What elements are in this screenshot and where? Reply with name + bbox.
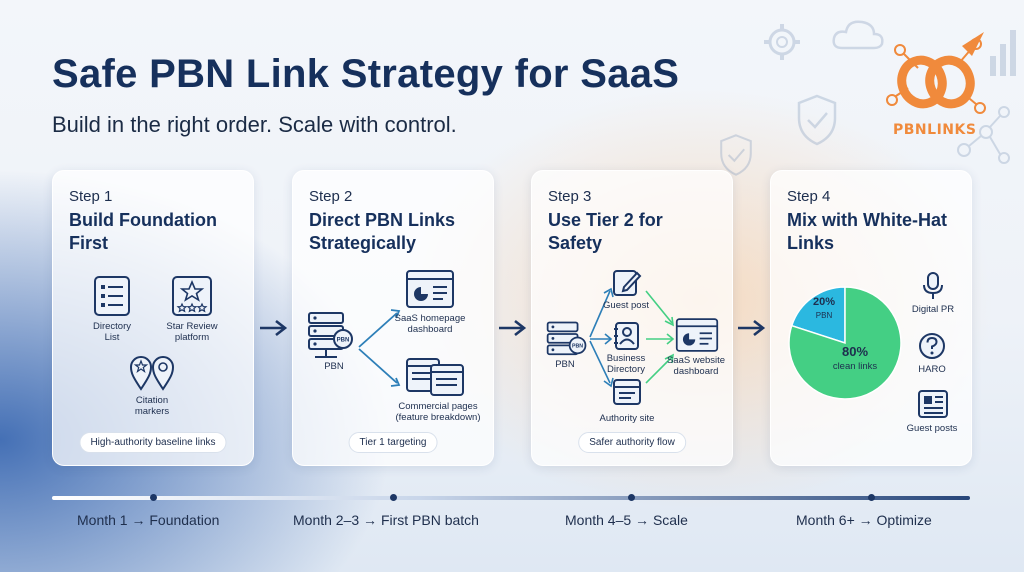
business-directory-label: Business Directory xyxy=(606,353,646,375)
timeline-dot xyxy=(390,494,397,501)
timeline-bar xyxy=(52,496,970,500)
question-mark-icon xyxy=(919,333,945,359)
timeline-dot xyxy=(150,494,157,501)
haro-label: HARO xyxy=(918,364,946,375)
svg-text:PBN: PBN xyxy=(337,338,350,344)
pbn-label: PBN xyxy=(324,361,344,372)
gear-icon xyxy=(764,24,800,60)
server-icon: PBN xyxy=(308,312,353,358)
saas-homepage-label: SaaS homepage dashboard xyxy=(394,313,466,335)
dashboard-window-icon xyxy=(406,270,454,308)
timeline-label: Month 2–3 → First PBN batch xyxy=(293,512,479,528)
digital-pr-label: Digital PR xyxy=(911,304,955,315)
server-icon: PBN xyxy=(546,321,587,356)
commercial-pages-label: Commercial pages (feature breakdown) xyxy=(395,401,481,423)
step-number: Step 4 xyxy=(787,188,831,205)
pbn-label: PBN xyxy=(555,359,575,370)
business-directory-icon xyxy=(614,322,639,350)
pie-pbn-percent: 20% xyxy=(812,296,836,308)
timeline-dot xyxy=(628,494,635,501)
step-number: Step 1 xyxy=(69,188,113,205)
step-number: Step 2 xyxy=(309,188,353,205)
chain-link-logo-icon xyxy=(886,32,986,114)
step-4-card: Step 4 Mix with White-Hat Links 20% PBN … xyxy=(770,170,972,466)
arrow-right-icon xyxy=(499,319,527,337)
step-title: Use Tier 2 for Safety xyxy=(548,210,663,253)
commercial-pages-icon xyxy=(406,358,464,396)
microphone-icon xyxy=(923,272,943,299)
step-summary-pill: Tier 1 targeting xyxy=(348,432,438,453)
timeline-dot xyxy=(868,494,875,501)
connector-arrows xyxy=(358,309,401,387)
arrow-right-icon xyxy=(738,319,766,337)
location-markers-icon xyxy=(129,356,175,391)
network-nodes-icon xyxy=(957,106,1010,164)
star-review-label: Star Review platform xyxy=(166,321,218,343)
star-review-icon xyxy=(172,276,212,316)
logo-text: PBNLINKS xyxy=(893,122,977,138)
step-title: Mix with White-Hat Links xyxy=(787,210,947,253)
newspaper-icon xyxy=(918,390,948,418)
timeline-label: Month 4–5 → Scale xyxy=(565,512,688,528)
guest-posts-label: Guest posts xyxy=(906,423,958,434)
pie-pbn-label: PBN xyxy=(815,311,833,320)
page-title: Safe PBN Link Strategy for SaaS xyxy=(52,52,680,96)
step-3-card: Step 3 Use Tier 2 for Safety PBN PBN Gue… xyxy=(531,170,733,466)
step-number: Step 3 xyxy=(548,188,592,205)
bar-chart-icon xyxy=(990,30,1016,76)
link-mix-pie-chart xyxy=(788,286,902,400)
step-1-card: Step 1 Build Foundation First Directory … xyxy=(52,170,254,466)
guest-post-label: Guest post xyxy=(603,300,649,311)
authority-site-icon xyxy=(613,379,641,405)
connector-arrows xyxy=(589,287,675,388)
arrow-right-icon xyxy=(260,319,288,337)
checklist-icon xyxy=(94,276,130,316)
pie-slice-clean-links xyxy=(788,286,902,400)
cloud-icon xyxy=(832,20,884,50)
step-title: Direct PBN Links Strategically xyxy=(309,210,456,253)
pie-clean-percent: 80% xyxy=(841,344,869,359)
shield-check-icon xyxy=(797,94,837,146)
authority-site-label: Authority site xyxy=(599,413,655,424)
step-summary-pill: Safer authority flow xyxy=(578,432,686,453)
edit-document-icon xyxy=(613,270,642,296)
timeline-label: Month 6+ → Optimize xyxy=(796,512,932,528)
dashboard-window-icon xyxy=(675,318,719,352)
shield-check-icon xyxy=(720,134,752,176)
step-summary-pill: High-authority baseline links xyxy=(79,432,227,453)
timeline-label: Month 1 → Foundation xyxy=(77,512,220,528)
citation-markers-label: Citation markers xyxy=(134,395,170,417)
directory-list-label: Directory List xyxy=(92,321,131,343)
svg-text:PBN: PBN xyxy=(572,344,583,350)
page-subtitle: Build in the right order. Scale with con… xyxy=(52,112,457,137)
pie-slice-pbn xyxy=(790,286,846,345)
saas-website-label: SaaS website dashboard xyxy=(666,355,726,377)
step-2-card: Step 2 Direct PBN Links Strategically PB… xyxy=(292,170,494,466)
step-title: Build Foundation First xyxy=(69,210,217,253)
pie-clean-label: clean links xyxy=(832,361,878,372)
